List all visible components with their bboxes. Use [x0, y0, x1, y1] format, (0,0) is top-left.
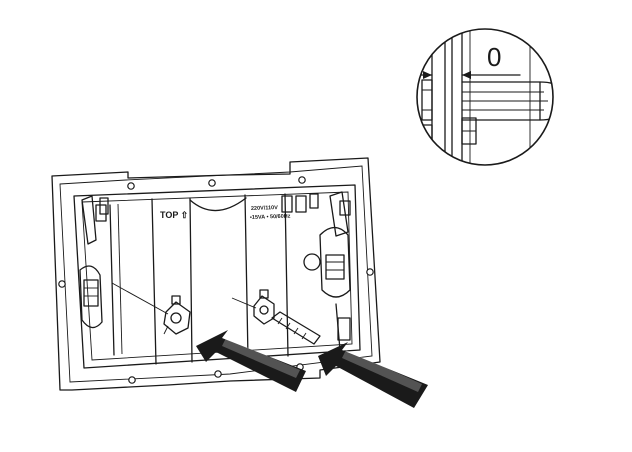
- insert-arrow-icon-right: [318, 342, 428, 408]
- detail-magnifier: 0: [416, 28, 554, 166]
- gap-dimension-label: 0: [487, 42, 501, 72]
- wall-anchor-left: [111, 282, 191, 335]
- module-rating-line1: 220V/110V: [251, 205, 278, 212]
- panel-labels: TOP ⇧ 220V/110V •15VA • 50/60Hz: [160, 205, 291, 221]
- module-rating-line2: •15VA • 50/60Hz: [250, 214, 291, 221]
- top-orientation-label: TOP ⇧: [160, 210, 188, 220]
- mounting-frame: [51, 157, 381, 391]
- insert-arrow-icon: [196, 330, 306, 392]
- wall-anchor-right: [231, 289, 321, 345]
- screw-anchors: [111, 282, 321, 345]
